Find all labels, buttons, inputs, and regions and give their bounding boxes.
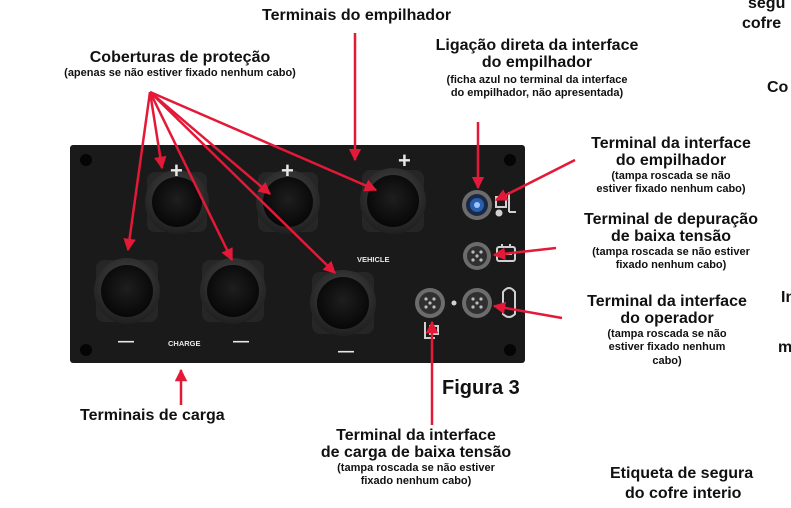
arrow-cover-2 (148, 91, 167, 170)
direct-link-title-2: do empilhador (481, 53, 593, 71)
label-stacker-terminals: Terminais do empilhador (262, 7, 452, 24)
stacker-if-note-1: (tampa roscada se não (611, 169, 731, 182)
label-stacker-interface: Terminal da interface do empilhador (tam… (565, 135, 777, 197)
safety-label-1: Etiqueta de segura (610, 465, 754, 482)
stacker-interface-port (462, 190, 492, 220)
operator-note-3: cabo) (652, 355, 682, 368)
debug-title-1: Terminal de depuração (584, 211, 758, 228)
safety-label-2: do cofre interio (625, 485, 742, 502)
lv-charge-port (415, 288, 445, 318)
operator-title-2: do operador (620, 309, 714, 327)
cutoff-text-in: In (781, 289, 791, 306)
separator-dot (451, 300, 457, 306)
stacker-if-title-2: do empilhador (615, 151, 727, 169)
cutoff-text-top-2: cofre (742, 15, 782, 32)
arrow-cover-3 (148, 91, 234, 262)
operator-note-2: estiver fixado nenhum (608, 341, 726, 354)
arrow-cover-6 (149, 90, 378, 192)
vehicle-label: VEHICLE (357, 255, 390, 264)
panel-screw-holes (80, 154, 516, 356)
operator-icon (502, 287, 516, 318)
lv-charge-note-1: (tampa roscada se não estiver (337, 461, 495, 474)
debug-title-2: de baixa tensão (610, 227, 732, 245)
debug-note-1: (tampa roscada se não estiver (592, 245, 750, 258)
charge-connector-bottom-2 (200, 258, 266, 324)
stacker-if-note-2: estiver fixado nenhum cabo) (596, 183, 746, 196)
charge-label: CHARGE (168, 339, 201, 348)
debug-note-2: fixado nenhum cabo) (615, 259, 727, 272)
cutoff-text-m: m (778, 339, 791, 356)
label-lv-charge: Terminal da interface de carga de baixa … (272, 427, 560, 489)
operator-title-1: Terminal da interface (587, 293, 747, 310)
covers-note: (apenas se não estiver fixado nenhum cab… (64, 66, 296, 79)
plus-mark: + (398, 148, 411, 173)
lv-charge-note-2: fixado nenhum cabo) (360, 475, 472, 488)
arrow-cover-4 (149, 91, 271, 195)
arrow-stacker-interface (494, 158, 576, 202)
power-connector-top-1 (145, 170, 209, 234)
vehicle-connector-top (360, 168, 426, 234)
lv-debug-port (463, 242, 491, 270)
cutoff-text-top-1: segu (748, 0, 786, 12)
direct-link-note-2: do empilhador, não apresentada) (450, 87, 624, 100)
label-charge-terminals: Terminais de carga (80, 407, 225, 424)
cutoff-text-co: Co (767, 79, 789, 96)
label-operator-interface: Terminal da interface do operador (tampa… (562, 293, 772, 369)
forklift-icon (495, 192, 516, 217)
minus-mark: — (118, 333, 134, 350)
arrow-operator (492, 301, 563, 320)
charge-connector-bottom-1 (94, 258, 160, 324)
direct-link-title-1: Ligação direta da interface (435, 37, 639, 54)
arrow-cover-5 (149, 91, 336, 274)
operator-note-1: (tampa roscada se não (607, 327, 727, 340)
label-protection-covers: Coberturas de proteção (apenas se não es… (6, 49, 354, 81)
arrow-debug (492, 246, 557, 260)
minus-mark: — (233, 333, 249, 350)
direct-link-note-1: (ficha azul no terminal da interface (446, 73, 628, 86)
label-direct-link: Ligação direta da interface do empilhado… (398, 37, 676, 101)
arrow-cover-1 (123, 91, 152, 252)
polarity-marks: + + + — — — VEHICLE CHARGE (118, 148, 411, 360)
figure-caption: Figura 3 (442, 377, 520, 399)
lv-charge-title-2: de carga de baixa tensão (320, 443, 512, 461)
plus-mark: + (281, 158, 294, 183)
label-lv-debug: Terminal de depuração de baixa tensão (t… (551, 211, 791, 273)
vehicle-connector-bottom (310, 270, 376, 336)
annotation-arrows (123, 33, 576, 425)
plus-mark: + (170, 158, 183, 183)
covers-title: Coberturas de proteção (89, 49, 271, 66)
power-connector-top-2 (256, 170, 320, 234)
minus-mark: — (338, 343, 354, 360)
lv-charge-title-1: Terminal da interface (336, 427, 496, 444)
operator-interface-port (462, 288, 492, 318)
stacker-if-title-1: Terminal da interface (591, 135, 751, 152)
